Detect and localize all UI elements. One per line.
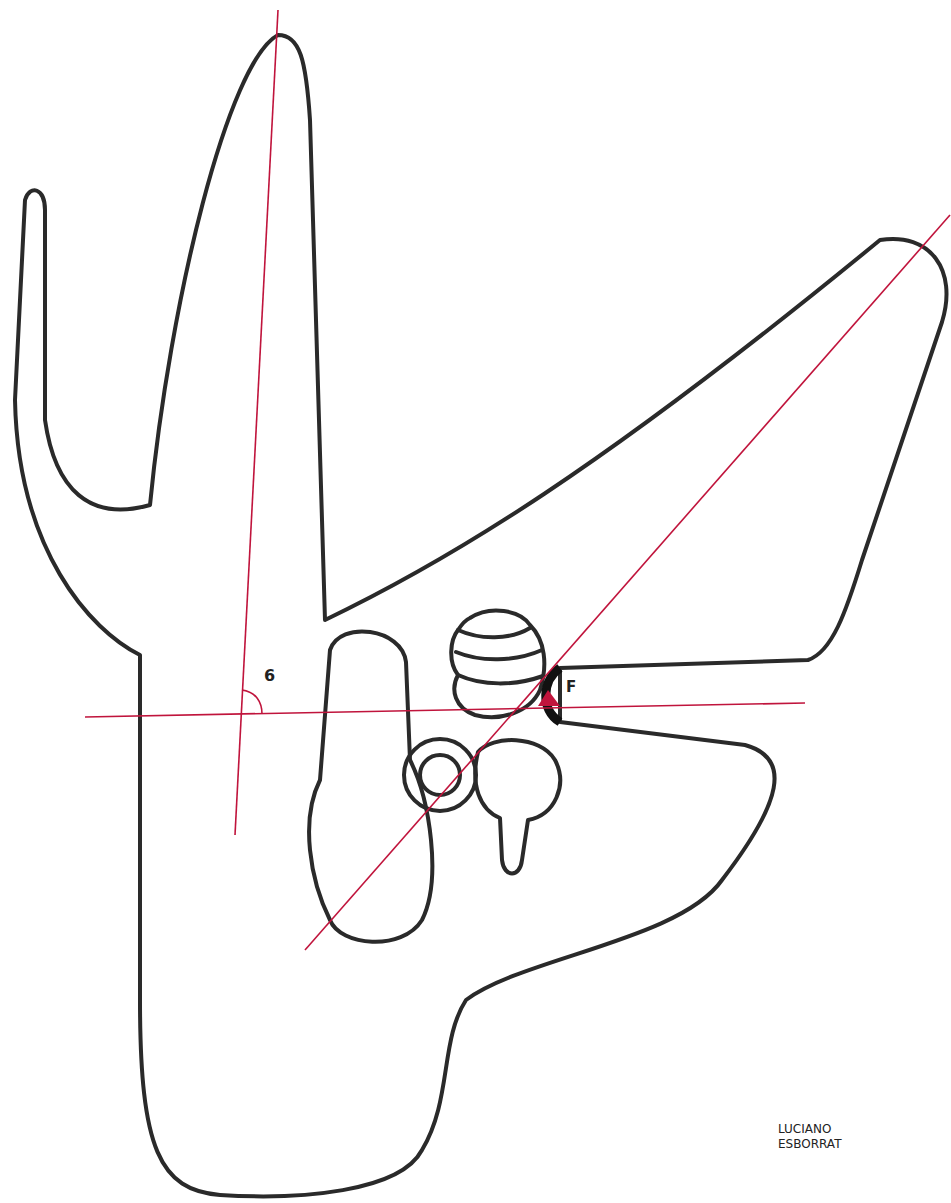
cochlea-turn [456, 650, 542, 659]
cochlea [451, 611, 544, 718]
bone-outline [15, 35, 947, 1196]
angle-wedge [538, 690, 560, 706]
cochlea-turn [458, 628, 530, 637]
angle-arc [242, 690, 262, 714]
axis-line [305, 215, 950, 950]
vestibule [475, 740, 560, 873]
oval-cavity [309, 631, 432, 941]
angle-label: 6 [264, 666, 275, 686]
signature: LUCIANO ESBORRAT [778, 1122, 860, 1152]
semicircular-canal [404, 739, 476, 811]
angle-label: F [566, 678, 576, 697]
cochlea-turn [458, 675, 543, 683]
horizontal-line [85, 703, 805, 717]
axis-line [235, 10, 278, 835]
semicircular-canal-inner [420, 755, 460, 795]
